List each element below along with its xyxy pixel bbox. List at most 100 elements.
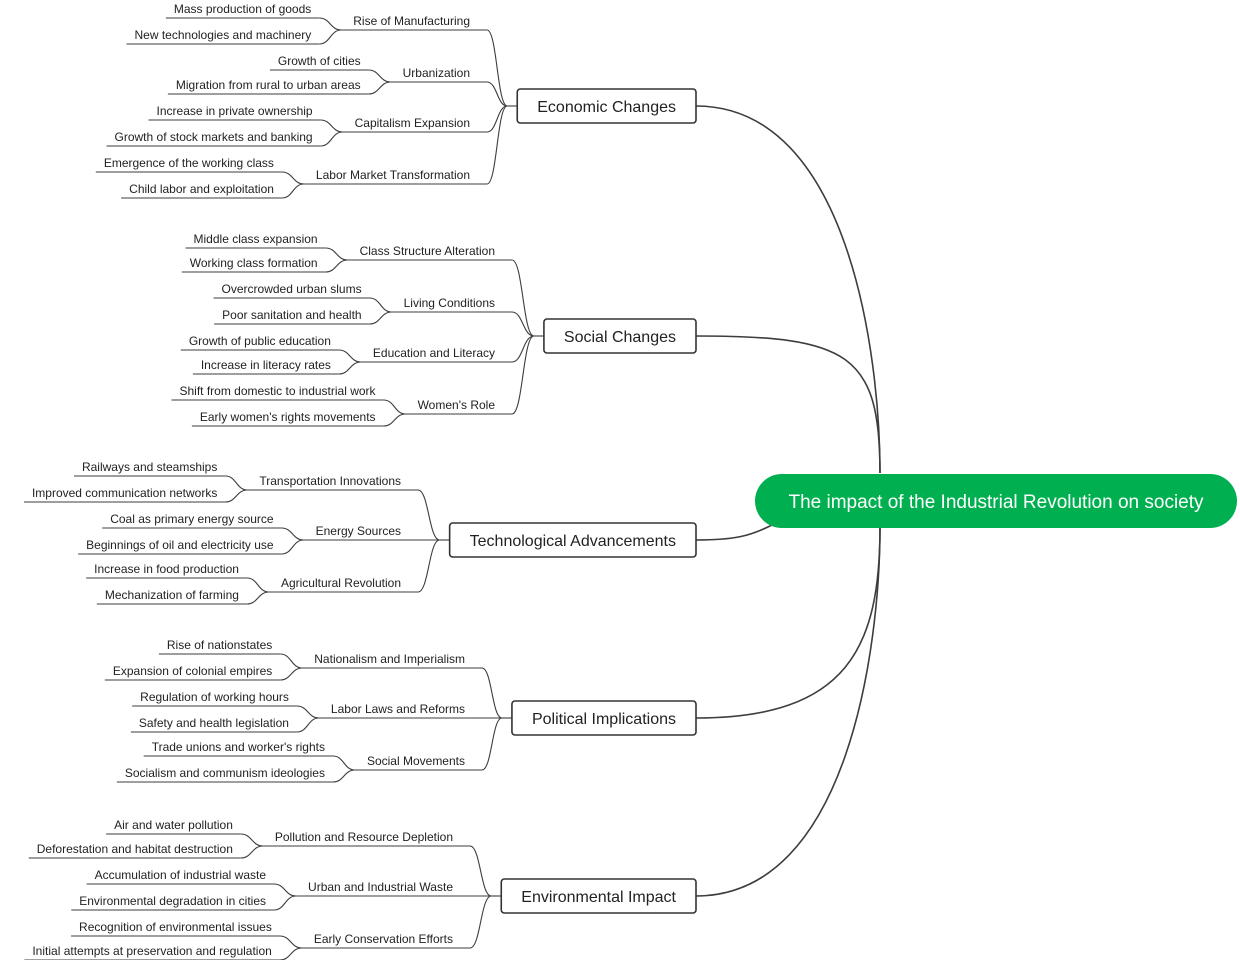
subtopic-label: Urban and Industrial Waste <box>308 880 453 894</box>
leaf-label: Recognition of environmental issues <box>79 920 272 934</box>
leaf-label: Migration from rural to urban areas <box>176 78 361 92</box>
leaf-increase-in-literacy-rates[interactable]: Increase in literacy rates <box>201 358 331 372</box>
branch-box <box>448 522 697 558</box>
leaf-increase-in-private-ownership[interactable]: Increase in private ownership <box>157 104 313 118</box>
subtopic-label: Living Conditions <box>404 296 495 310</box>
subtopic-label: Urbanization <box>403 66 470 80</box>
leaf-label: Growth of public education <box>189 334 331 348</box>
subtopic-urban-and-industrial-waste[interactable]: Urban and Industrial Waste <box>308 880 453 894</box>
leaf-safety-and-health-legislation[interactable]: Safety and health legislation <box>139 716 289 730</box>
subtopic-label: Labor Laws and Reforms <box>331 702 465 716</box>
leaf-environmental-degradation-in-cities[interactable]: Environmental degradation in cities <box>79 894 266 908</box>
subtopic-connector <box>417 489 440 541</box>
subtopic-energy-sources[interactable]: Energy Sources <box>316 524 401 538</box>
root-connector <box>695 335 881 474</box>
leaf-new-technologies-and-machinery[interactable]: New technologies and machinery <box>135 28 312 42</box>
subtopic-living-conditions[interactable]: Living Conditions <box>404 296 495 310</box>
subtopic-connector <box>486 81 508 107</box>
leaf-railways-and-steamships[interactable]: Railways and steamships <box>82 460 217 474</box>
branch-technological-advancements[interactable]: Technological Advancements <box>448 522 697 558</box>
root-connector <box>695 526 881 719</box>
leaf-mass-production-of-goods[interactable]: Mass production of goods <box>174 2 311 16</box>
leaf-label: Air and water pollution <box>114 818 233 832</box>
branch-label: Social Changes <box>564 329 676 346</box>
leaf-connector <box>281 527 304 541</box>
subtopic-capitalism-expansion[interactable]: Capitalism Expansion <box>355 116 470 130</box>
subtopic-class-structure-alteration[interactable]: Class Structure Alteration <box>360 244 495 258</box>
subtopic-nationalism-and-imperialism[interactable]: Nationalism and Imperialism <box>314 652 465 666</box>
leaf-air-and-water-pollution[interactable]: Air and water pollution <box>114 818 233 832</box>
subtopic-rise-of-manufacturing[interactable]: Rise of Manufacturing <box>353 14 470 28</box>
leaf-label: Growth of stock markets and banking <box>115 130 313 144</box>
subtopic-labor-laws-and-reforms[interactable]: Labor Laws and Reforms <box>331 702 465 716</box>
leaf-label: Overcrowded urban slums <box>222 282 362 296</box>
leaf-poor-sanitation-and-health[interactable]: Poor sanitation and health <box>222 308 361 322</box>
leaf-connector <box>319 17 342 31</box>
leaf-migration-from-rural-to-urban-areas[interactable]: Migration from rural to urban areas <box>176 78 361 92</box>
leaf-socialism-and-communism-ideologies[interactable]: Socialism and communism ideologies <box>125 766 325 780</box>
subtopic-transportation-innovations[interactable]: Transportation Innovations <box>259 474 401 488</box>
root-node-label: The impact of the Industrial Revolution … <box>788 492 1204 513</box>
leaf-growth-of-stock-markets-and-banking[interactable]: Growth of stock markets and banking <box>115 130 313 144</box>
leaf-growth-of-cities[interactable]: Growth of cities <box>278 54 361 68</box>
leaf-connector <box>383 399 406 415</box>
leaf-connector <box>338 349 361 363</box>
subtopic-label: Labor Market Transformation <box>316 168 470 182</box>
leaf-growth-of-public-education[interactable]: Growth of public education <box>189 334 331 348</box>
leaf-shift-from-domestic-to-industrial-work[interactable]: Shift from domestic to industrial work <box>179 384 376 398</box>
leaf-accumulation-of-industrial-waste[interactable]: Accumulation of industrial waste <box>95 868 267 882</box>
subtopic-social-movements[interactable]: Social Movements <box>367 754 465 768</box>
root-node[interactable]: The impact of the Industrial Revolution … <box>755 474 1237 528</box>
subtopic-connector <box>511 311 535 337</box>
leaf-rise-of-nationstates[interactable]: Rise of nationstates <box>167 638 272 652</box>
leaf-overcrowded-urban-slums[interactable]: Overcrowded urban slums <box>222 282 362 296</box>
leaf-emergence-of-the-working-class[interactable]: Emergence of the working class <box>104 156 274 170</box>
subtopic-label: Class Structure Alteration <box>360 244 495 258</box>
leaf-recognition-of-environmental-issues[interactable]: Recognition of environmental issues <box>79 920 272 934</box>
leaf-expansion-of-colonial-empires[interactable]: Expansion of colonial empires <box>113 664 272 678</box>
leaf-label: Child labor and exploitation <box>129 182 274 196</box>
leaf-initial-attempts-at-preservation-and-regulation[interactable]: Initial attempts at preservation and reg… <box>32 944 271 958</box>
leaf-deforestation-and-habitat-destruction[interactable]: Deforestation and habitat destruction <box>37 842 233 856</box>
leaf-regulation-of-working-hours[interactable]: Regulation of working hours <box>140 690 289 704</box>
subtopic-education-and-literacy[interactable]: Education and Literacy <box>373 346 495 360</box>
leaf-connector <box>369 297 392 313</box>
leaf-label: Rise of nationstates <box>167 638 272 652</box>
leaf-trade-unions-and-worker-s-rights[interactable]: Trade unions and worker's rights <box>152 740 325 754</box>
leaf-middle-class-expansion[interactable]: Middle class expansion <box>194 232 318 246</box>
leaf-coal-as-primary-energy-source[interactable]: Coal as primary energy source <box>110 512 274 526</box>
branch-box <box>500 878 697 914</box>
leaf-label: Trade unions and worker's rights <box>152 740 325 754</box>
leaf-label: New technologies and machinery <box>135 28 312 42</box>
leaf-working-class-formation[interactable]: Working class formation <box>190 256 318 270</box>
subtopic-early-conservation-efforts[interactable]: Early Conservation Efforts <box>314 932 453 946</box>
leaf-beginnings-of-oil-and-electricity-use[interactable]: Beginnings of oil and electricity use <box>86 538 274 552</box>
subtopic-pollution-and-resource-depletion[interactable]: Pollution and Resource Depletion <box>275 830 453 844</box>
branch-box <box>516 88 697 124</box>
branch-label: Political Implications <box>532 711 676 728</box>
leaf-mechanization-of-farming[interactable]: Mechanization of farming <box>105 588 239 602</box>
branch-social-changes[interactable]: Social Changes <box>543 318 697 354</box>
leaf-connector <box>246 577 269 593</box>
branch-label: Environmental Impact <box>521 889 676 906</box>
leaf-connector <box>280 653 303 669</box>
leaf-child-labor-and-exploitation[interactable]: Child labor and exploitation <box>129 182 274 196</box>
branch-box <box>543 318 697 354</box>
leaf-early-women-s-rights-movements[interactable]: Early women's rights movements <box>200 410 376 424</box>
leaf-increase-in-food-production[interactable]: Increase in food production <box>94 562 239 576</box>
leaf-improved-communication-networks[interactable]: Improved communication networks <box>32 486 217 500</box>
leaf-connector <box>273 883 297 897</box>
subtopic-women-s-role[interactable]: Women's Role <box>418 398 496 412</box>
branch-environmental-impact[interactable]: Environmental Impact <box>500 878 697 914</box>
root-connector <box>695 524 773 541</box>
leaf-label: Deforestation and habitat destruction <box>37 842 233 856</box>
branch-political-implications[interactable]: Political Implications <box>511 700 697 736</box>
subtopic-urbanization[interactable]: Urbanization <box>403 66 470 80</box>
leaf-label: Poor sanitation and health <box>222 308 361 322</box>
leaf-connector <box>383 413 406 427</box>
subtopic-agricultural-revolution[interactable]: Agricultural Revolution <box>281 576 401 590</box>
branch-economic-changes[interactable]: Economic Changes <box>516 88 697 124</box>
subtopic-label: Energy Sources <box>316 524 401 538</box>
subtopic-labor-market-transformation[interactable]: Labor Market Transformation <box>316 168 470 182</box>
